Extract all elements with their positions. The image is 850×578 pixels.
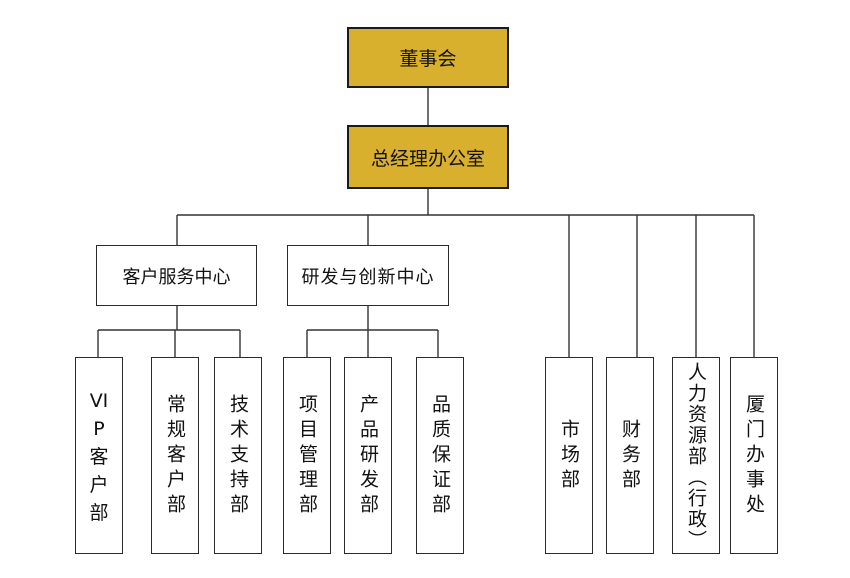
board-box: 董事会 (347, 27, 509, 88)
project-mgmt-dept-label: 项目管理部 (296, 394, 318, 519)
hr-dept-box: 人力资源部（行政） (672, 357, 720, 554)
rd-center-box: 研发与创新中心 (287, 245, 449, 306)
gm-office-box: 总经理办公室 (347, 125, 509, 189)
customer-center-label: 客户服务中心 (122, 266, 231, 288)
tech-support-dept-label: 技术支持部 (227, 394, 249, 519)
marketing-dept-box: 市场部 (545, 357, 593, 554)
gm-office-label: 总经理办公室 (370, 147, 485, 170)
regular-customer-dept-label: 常规客户部 (164, 394, 186, 519)
regular-customer-dept-box: 常规客户部 (151, 357, 199, 554)
tech-support-dept-box: 技术支持部 (214, 357, 262, 554)
hr-dept-label: 人力资源部（行政） (685, 362, 707, 551)
product-rd-dept-label: 产品研发部 (357, 394, 379, 519)
marketing-dept-label: 市场部 (558, 419, 580, 494)
quality-assurance-dept-box: 品质保证部 (416, 357, 464, 554)
rd-center-label: 研发与创新中心 (301, 266, 435, 288)
vip-customer-dept-box: VIP客户部 (75, 357, 123, 554)
product-rd-dept-box: 产品研发部 (344, 357, 392, 554)
quality-assurance-dept-label: 品质保证部 (429, 394, 451, 519)
xiamen-office-box: 厦门办事处 (730, 357, 778, 554)
finance-dept-label: 财务部 (619, 419, 641, 494)
project-mgmt-dept-box: 项目管理部 (283, 357, 331, 554)
finance-dept-box: 财务部 (606, 357, 654, 554)
xiamen-office-label: 厦门办事处 (743, 394, 765, 519)
vip-customer-dept-label: VIP客户部 (89, 389, 109, 524)
customer-center-box: 客户服务中心 (96, 245, 257, 306)
board-label: 董事会 (399, 48, 457, 70)
